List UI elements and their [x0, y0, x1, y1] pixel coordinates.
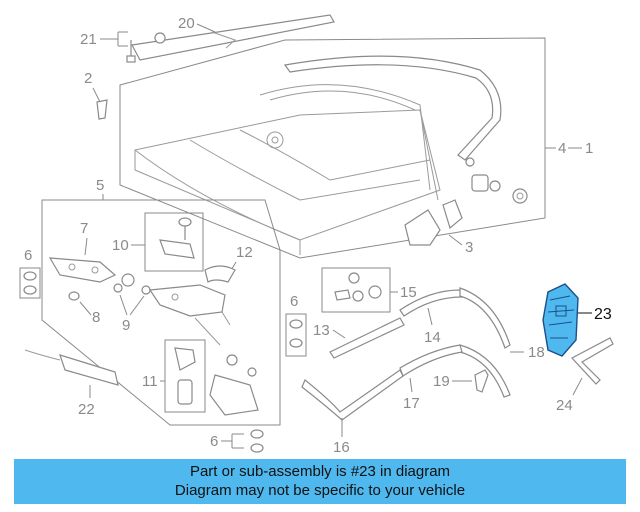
part-box-6-left: [19, 267, 41, 299]
bolt-part-19: [474, 369, 489, 393]
part-box-15: [321, 267, 391, 313]
label-9: 9: [122, 317, 130, 334]
label-6-middle: 6: [290, 293, 298, 310]
bolt-part-2: [96, 99, 108, 120]
caption-line-2: Diagram may not be specific to your vehi…: [174, 482, 466, 499]
bolts-part-21: [126, 32, 166, 63]
label-10: 10: [112, 237, 129, 254]
label-5: 5: [96, 177, 104, 194]
top-frame-assembly-box: [119, 37, 546, 259]
highlighted-part-23[interactable]: [542, 283, 579, 357]
label-21: 21: [80, 31, 97, 48]
molding-part-17: [399, 344, 463, 377]
label-15: 15: [400, 284, 417, 301]
label-13: 13: [313, 322, 330, 339]
label-2: 2: [84, 70, 92, 87]
cable-part-22: [24, 349, 119, 386]
washer-parts-9: [113, 273, 151, 295]
label-12: 12: [236, 244, 253, 261]
label-4: 4: [558, 140, 566, 157]
label-16: 16: [333, 439, 350, 456]
hinge-assembly-box: [41, 199, 281, 426]
label-7: 7: [80, 220, 88, 237]
label-22: 22: [78, 401, 95, 418]
trim-bar-part-20: [131, 14, 335, 61]
label-6-left: 6: [24, 247, 32, 264]
label-19: 19: [433, 373, 450, 390]
caption-line-1: Part or sub-assembly is #23 in diagram: [189, 463, 451, 480]
part-box-6-middle: [285, 313, 307, 357]
label-6-bottom: 6: [210, 433, 218, 450]
bracket-parts: [465, 157, 528, 204]
part-box-11: [164, 339, 206, 413]
fasteners-part-15: [334, 272, 382, 302]
molding-part-16: [301, 369, 404, 421]
label-11: 11: [142, 373, 158, 390]
label-1: 1: [585, 140, 593, 157]
caption-banner: Part or sub-assembly is #23 in diagram D…: [14, 459, 626, 504]
label-17: 17: [403, 395, 420, 412]
part-box-10: [144, 212, 204, 272]
label-3: 3: [465, 239, 473, 256]
label-18: 18: [528, 344, 545, 361]
molding-part-18: [459, 287, 511, 349]
top-weatherstrip-part: [283, 55, 502, 161]
hinge-part: [148, 284, 226, 317]
latch-part-3: [404, 199, 463, 246]
top-frame-part: [134, 84, 441, 255]
rod-part-24: [571, 337, 614, 385]
lower-bracket-part: [209, 374, 259, 416]
molding-part-13: [329, 317, 405, 359]
label-14: 14: [424, 329, 441, 346]
label-24: 24: [556, 397, 573, 414]
bracket-part-7: [48, 257, 117, 283]
bolt-part-10: [159, 217, 195, 259]
label-8: 8: [92, 309, 100, 326]
label-20: 20: [178, 15, 195, 32]
label-23: 23: [594, 306, 612, 323]
cover-part-12: [204, 265, 236, 283]
